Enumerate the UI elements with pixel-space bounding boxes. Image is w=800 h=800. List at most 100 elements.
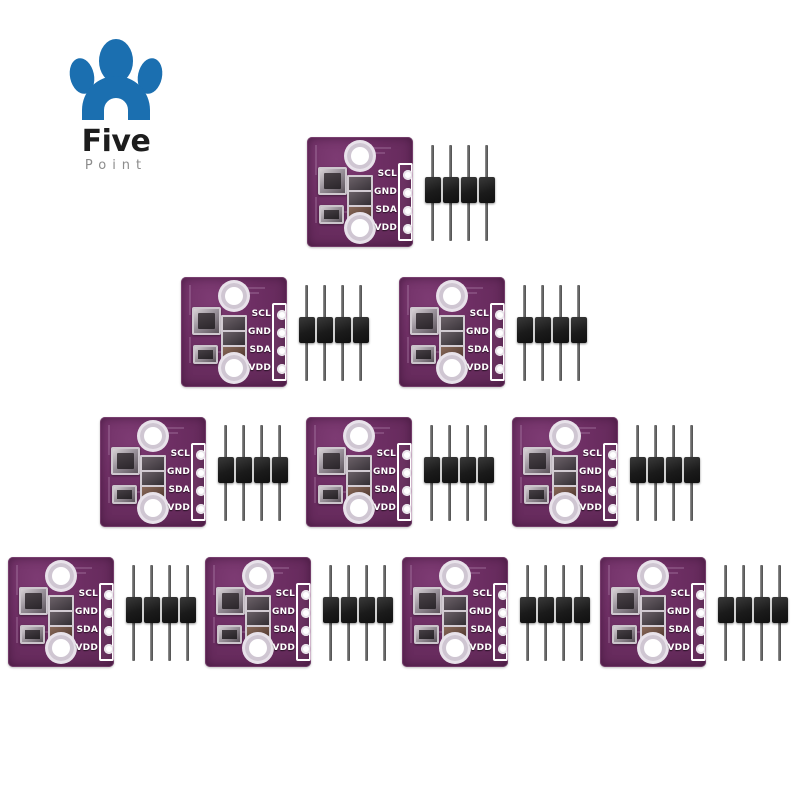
sensor-chip <box>111 447 140 475</box>
header-block <box>443 177 459 203</box>
solder-pad <box>103 644 114 654</box>
solder-pad <box>607 504 618 514</box>
solder-pad <box>276 328 287 338</box>
mounting-hole <box>552 423 578 449</box>
header-block <box>535 317 551 343</box>
header-block <box>556 597 572 623</box>
header-block <box>736 597 752 623</box>
mounting-hole <box>346 423 372 449</box>
pin-label-sda: SDA <box>168 485 190 495</box>
pin-label-sda: SDA <box>467 345 489 355</box>
header-block <box>218 457 234 483</box>
sensor-chip <box>19 587 48 615</box>
secondary-chip <box>112 485 137 504</box>
pin-label-scl: SCL <box>251 309 271 319</box>
solder-pad <box>402 188 413 198</box>
pin-header <box>323 565 395 661</box>
pin-label-vdd: VDD <box>167 503 190 513</box>
solder-pad <box>494 364 505 374</box>
solder-pad <box>497 626 508 636</box>
sensor-chip <box>523 447 552 475</box>
header-block <box>772 597 788 623</box>
header-block <box>479 177 495 203</box>
pin-label-scl: SCL <box>377 169 397 179</box>
header-block <box>666 457 682 483</box>
header-block <box>236 457 252 483</box>
pin-label-vdd: VDD <box>248 363 271 373</box>
pin-header <box>425 145 497 241</box>
solder-pad <box>402 224 413 234</box>
header-block <box>460 457 476 483</box>
solder-pad <box>494 310 505 320</box>
secondary-chip <box>20 625 45 644</box>
solder-pad <box>497 608 508 618</box>
header-block <box>353 317 369 343</box>
mounting-hole <box>640 635 666 661</box>
header-block <box>571 317 587 343</box>
solder-pad <box>695 644 706 654</box>
mounting-hole <box>221 283 247 309</box>
solder-pad <box>195 486 206 496</box>
solder-pad-column <box>691 583 706 661</box>
solder-pad-column <box>191 443 206 521</box>
mounting-hole <box>552 495 578 521</box>
secondary-chip <box>524 485 549 504</box>
header-block <box>341 597 357 623</box>
solder-pad-column <box>493 583 508 661</box>
pin-label-gnd: GND <box>469 607 492 617</box>
pin-header <box>218 425 290 521</box>
header-block <box>520 597 536 623</box>
pin-label-scl: SCL <box>376 449 396 459</box>
mounting-hole <box>442 635 468 661</box>
header-block <box>162 597 178 623</box>
solder-pad <box>276 346 287 356</box>
pin-label-scl: SCL <box>670 589 690 599</box>
solder-pad <box>276 310 287 320</box>
header-block <box>718 597 734 623</box>
header-block <box>461 177 477 203</box>
header-block <box>359 597 375 623</box>
header-block <box>126 597 142 623</box>
pin-label-sda: SDA <box>668 625 690 635</box>
mounting-hole <box>439 355 465 381</box>
pin-header <box>520 565 592 661</box>
pin-label-sda: SDA <box>470 625 492 635</box>
pin-label-vdd: VDD <box>667 643 690 653</box>
mounting-hole <box>140 423 166 449</box>
pin-label-sda: SDA <box>375 205 397 215</box>
solder-pad <box>195 468 206 478</box>
header-block <box>254 457 270 483</box>
pin-label-gnd: GND <box>167 467 190 477</box>
solder-pad <box>195 450 206 460</box>
mounting-hole <box>347 215 373 241</box>
header-block <box>323 597 339 623</box>
header-block <box>574 597 590 623</box>
pin-header <box>718 565 790 661</box>
solder-pad <box>401 450 412 460</box>
mounting-hole <box>245 635 271 661</box>
pin-label-vdd: VDD <box>374 223 397 233</box>
solder-pad <box>401 468 412 478</box>
sensor-chip <box>317 447 346 475</box>
brand-name-primary: Five <box>81 124 151 159</box>
solder-pad-column <box>296 583 311 661</box>
solder-pad <box>494 346 505 356</box>
secondary-chip <box>414 625 439 644</box>
solder-pad-column <box>603 443 618 521</box>
